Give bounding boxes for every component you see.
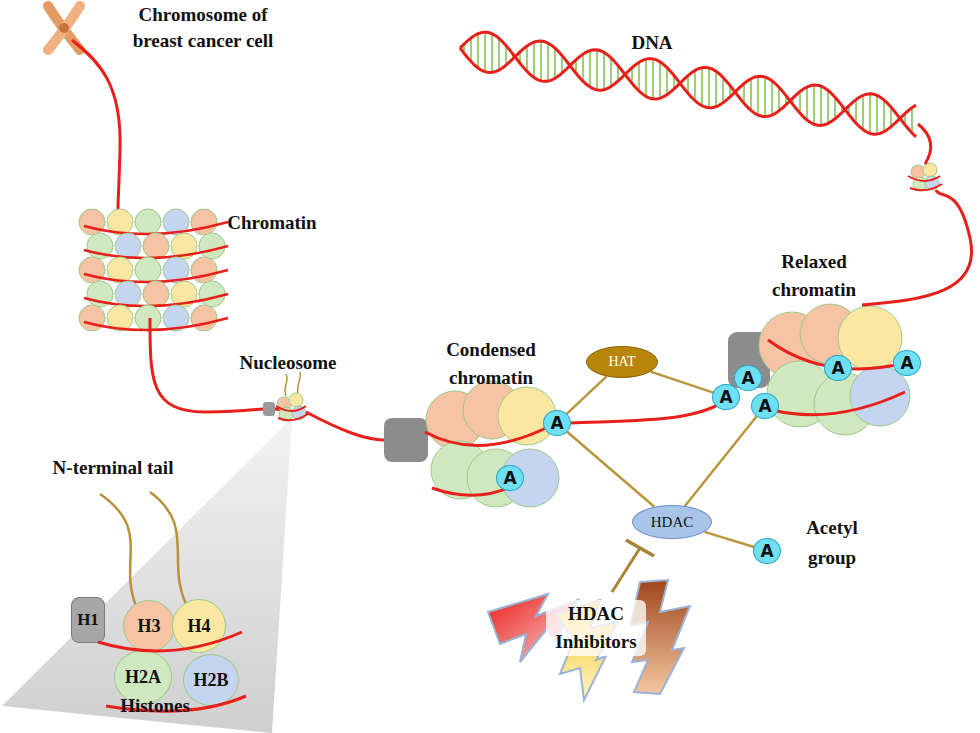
chromosome-label: Chromosome of breast cancer cell bbox=[128, 2, 278, 54]
dna-strand bbox=[306, 412, 392, 440]
acetyl-circle: A bbox=[753, 538, 780, 564]
chromatin-fiber bbox=[79, 209, 228, 331]
small-nucleosome bbox=[908, 163, 942, 191]
inhibitor-label: HDAC Inhibitors bbox=[546, 600, 646, 656]
histone-tail bbox=[150, 492, 186, 604]
node-text: A bbox=[741, 368, 754, 388]
relaxed-label: Relaxed chromatin bbox=[759, 248, 869, 304]
acetyl-label: Acetyl group bbox=[794, 513, 870, 573]
node-text: A bbox=[503, 468, 516, 488]
inset-beam bbox=[2, 418, 292, 733]
histone: H2B bbox=[183, 654, 239, 706]
small-nucleosome bbox=[263, 372, 308, 421]
condensed-label: Condensed chromatin bbox=[431, 336, 551, 392]
enzyme-link bbox=[567, 376, 607, 413]
histone-tail bbox=[100, 494, 136, 606]
nucleosome-label: Nucleosome bbox=[228, 350, 348, 376]
inhibition-bar bbox=[626, 540, 654, 556]
enzyme-link bbox=[685, 416, 757, 506]
enzyme-link bbox=[567, 432, 654, 507]
enzyme-link bbox=[651, 372, 713, 393]
node-text: A bbox=[758, 396, 771, 416]
hdac-enzyme: HDAC bbox=[632, 505, 712, 539]
acetyl-circle: A bbox=[543, 410, 570, 436]
node-text: A bbox=[719, 387, 732, 407]
node-text: H4 bbox=[187, 616, 210, 637]
node-text: A bbox=[831, 358, 844, 378]
dna-strand bbox=[570, 398, 728, 423]
acetyl-circle: A bbox=[734, 365, 761, 391]
node-text: H2A bbox=[125, 667, 161, 688]
chromatin-label: Chromatin bbox=[217, 210, 327, 236]
node-text: HAT bbox=[608, 354, 635, 370]
node-text: H1 bbox=[77, 610, 99, 630]
node-text: A bbox=[550, 413, 563, 433]
dna-label: DNA bbox=[622, 30, 682, 56]
node-text: A bbox=[760, 541, 773, 561]
node-text: H2B bbox=[193, 670, 228, 691]
acetyl-circle: A bbox=[824, 355, 851, 381]
condensed-chromatin bbox=[384, 381, 559, 507]
hat-enzyme: HAT bbox=[586, 346, 658, 378]
relaxed-chromatin bbox=[728, 304, 910, 435]
dna-wrap bbox=[98, 632, 242, 651]
dna-strand bbox=[72, 40, 120, 212]
histone: H3 bbox=[123, 600, 175, 652]
tail-label: N-terminal tail bbox=[38, 455, 188, 481]
node-text: HDAC bbox=[651, 514, 694, 531]
histone: H1 bbox=[71, 597, 105, 643]
acetyl-circle: A bbox=[893, 350, 920, 376]
enzyme-link bbox=[704, 532, 754, 547]
histone: H4 bbox=[172, 599, 226, 653]
dna-strand bbox=[862, 190, 972, 305]
node-text: H3 bbox=[137, 616, 160, 637]
histones-label: Histones bbox=[105, 693, 205, 719]
dna-helix bbox=[460, 32, 916, 137]
node-text: A bbox=[900, 353, 913, 373]
dna-strand bbox=[918, 124, 931, 164]
acetyl-circle: A bbox=[751, 393, 778, 419]
acetyl-circle: A bbox=[496, 465, 523, 491]
acetyl-circle: A bbox=[712, 384, 739, 410]
inhibition-line bbox=[612, 548, 640, 592]
